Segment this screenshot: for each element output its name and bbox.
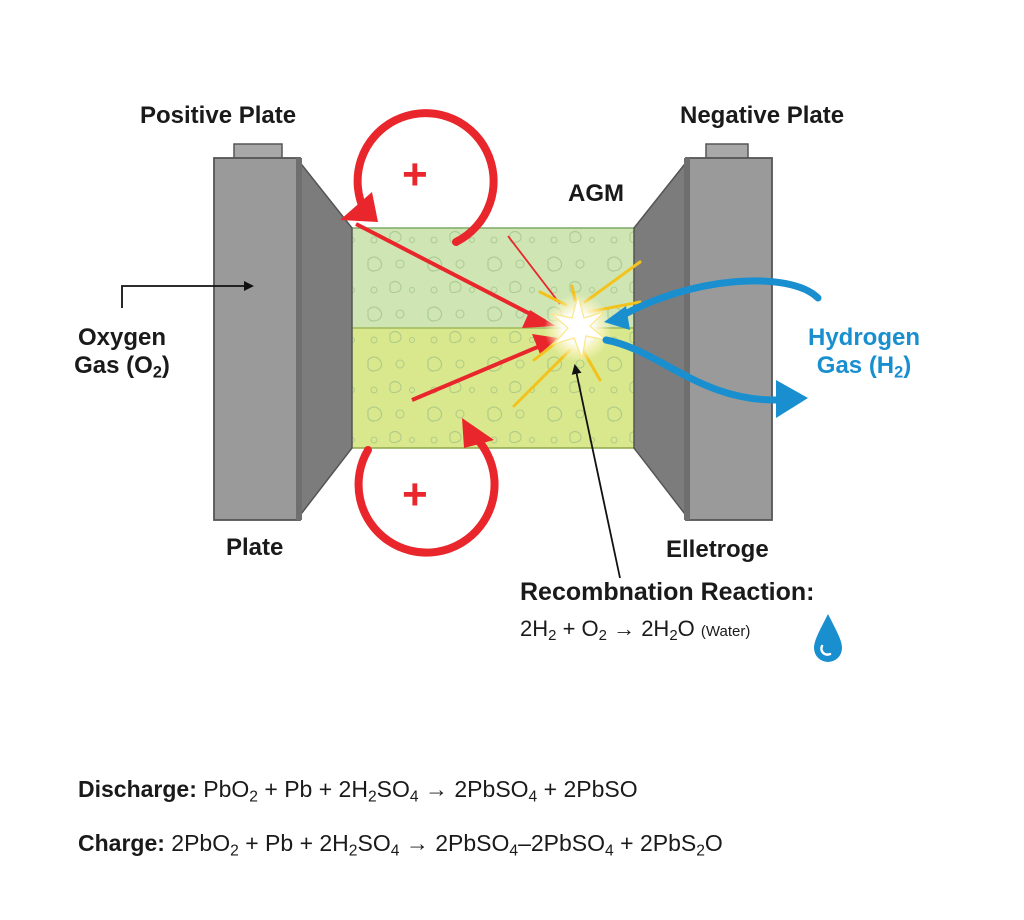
negative-plate-bevel [633,157,689,521]
charge-equation: Charge: 2PbO2 + Pb + 2H2SO4 → 2PbSO4–2Pb… [78,830,723,860]
positive-plate-bevel [297,157,353,521]
agm-label: AGM [568,180,624,207]
oxygen-pointer-arrow [121,281,254,308]
hydrogen-out-arrow [602,336,784,404]
oxygen-cycle-bottom [354,418,499,557]
positive-plate [213,143,353,521]
water-drop-icon [814,614,842,662]
plus-symbol-bottom: + [402,470,428,519]
recombination-spark [544,293,612,362]
recombination-title: Recombnation Reaction: [520,578,815,606]
recombination-equation: 2H2 + O2 → 2H2O (Water) [520,616,751,645]
negative-plate-body [685,157,773,521]
oxygen-gas-label: Oxygen Gas (O2) [74,324,170,382]
discharge-equation: Discharge: PbO2 + Pb + 2H2SO4 → 2PbSO4 +… [78,776,638,806]
recombination-pointer-arrow [571,364,621,579]
negative-plate [633,143,773,521]
hydrogen-out-head [776,380,808,418]
electrode-label: Elletroge [666,536,769,563]
plus-symbol-top: + [402,150,428,199]
hydrogen-gas-label: Hydrogen Gas (H2) [807,324,920,382]
agm-separator [300,227,688,449]
charge-label: Charge: [78,830,165,856]
oxygen-flow-arrows [355,222,561,402]
bottom-circular-arrow [354,430,499,557]
positive-plate-body [213,157,301,521]
discharge-label: Discharge: [78,776,197,802]
hydrogen-in-head [604,306,630,330]
agm-texture [300,228,688,448]
hydrogen-flow [602,277,822,404]
positive-plate-label: Positive Plate [140,102,297,129]
hydrogen-in-arrow [614,277,822,322]
negative-plate-label: Negative Plate [680,102,845,129]
oxygen-cycle-top [340,109,498,246]
plate-label: Plate [226,534,284,561]
top-circular-arrow [353,109,498,246]
